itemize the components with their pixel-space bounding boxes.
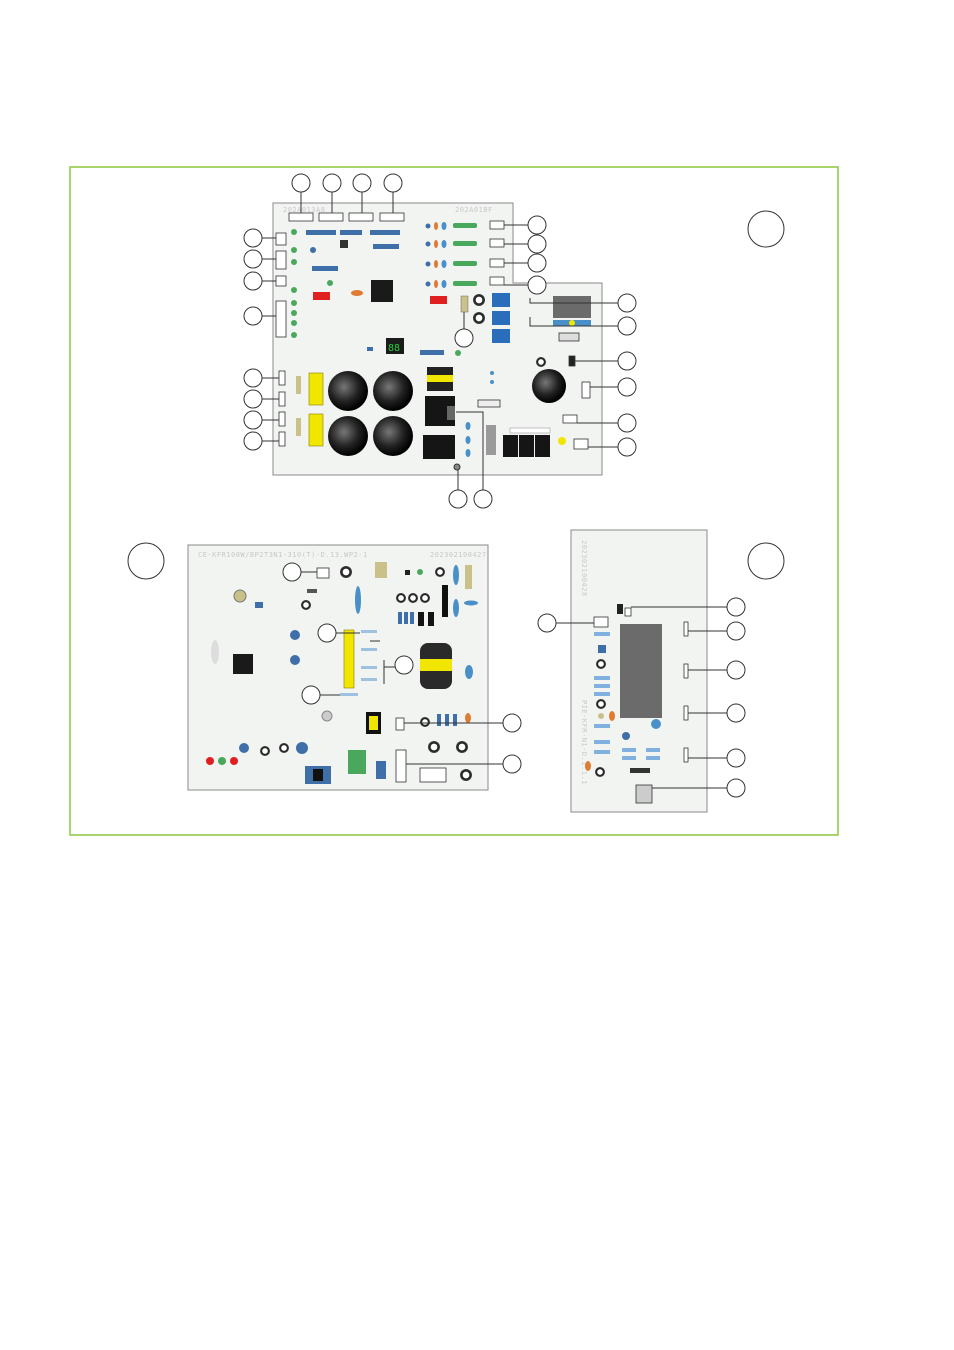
callout-circle [617, 316, 637, 336]
callout-circle [301, 685, 321, 705]
white-cap [211, 640, 219, 664]
orange-cap [351, 290, 363, 296]
black-block [423, 435, 455, 459]
cap-small [460, 295, 469, 313]
digit-display [386, 338, 404, 354]
callout-circle [502, 713, 522, 733]
callout-circle-large [747, 542, 785, 580]
callout-circle [448, 489, 468, 509]
callout-circle [282, 562, 302, 582]
side-connector [635, 784, 653, 804]
callout-circle [352, 173, 372, 193]
yellow-strip [343, 629, 355, 689]
callout-circle [726, 703, 746, 723]
ring-1 [473, 294, 485, 306]
ring-olive [233, 589, 247, 603]
callout-circle [617, 377, 637, 397]
led-row [206, 757, 238, 765]
header-rows [306, 230, 444, 355]
callout-circle [317, 623, 337, 643]
callout-circle [454, 328, 474, 348]
side-board-silkscreen-1: 202302100428 [580, 540, 588, 597]
callout-circle [617, 413, 637, 433]
wide-fuse [509, 427, 551, 434]
svg-text:88: 88 [388, 343, 400, 354]
blue-caps [465, 371, 494, 457]
callout-circle [243, 368, 263, 388]
left-connectors [275, 232, 287, 447]
connector-a [316, 567, 330, 579]
callout-circle [617, 293, 637, 313]
small-resistors [296, 376, 301, 436]
grey-relay [553, 296, 591, 318]
callout-circle [726, 597, 746, 617]
callout-circle [726, 660, 746, 680]
yellow-inductors [308, 372, 324, 447]
display-board-silkscreen-1: CE-KFR100W/BP2T3N1-310(T)-D.13.WP2-1 [198, 551, 368, 559]
callout-circle [394, 655, 414, 675]
main-board-silkscreen-2: 202A01BF [455, 206, 493, 214]
fuse-holder [558, 332, 580, 342]
yellow-dot [558, 437, 566, 445]
callout-circle [243, 249, 263, 269]
heatsink [486, 425, 496, 455]
red-connector-2 [430, 296, 447, 304]
callout-circle [726, 778, 746, 798]
callout-circle [617, 437, 637, 457]
yellow-dot-top [569, 320, 575, 326]
callout-circle [243, 228, 263, 248]
red-connector-1 [313, 292, 330, 300]
callout-circle [291, 173, 311, 193]
callout-circle [537, 613, 557, 633]
ring-3 [536, 357, 546, 367]
big-capacitors [328, 369, 566, 456]
black-relays [503, 435, 550, 457]
fuse [477, 399, 501, 408]
callout-circle [527, 275, 547, 295]
ring-2 [473, 312, 485, 324]
screw [453, 463, 461, 471]
callout-circle [243, 431, 263, 451]
callout-circle [243, 306, 263, 326]
callout-circles [127, 173, 785, 798]
ic-small [340, 240, 348, 248]
main-board-silkscreen-1: 202A013A8 [283, 206, 325, 214]
side-board-silkscreen-2: PIE-KFR-N1-D.1.1.1 [580, 700, 588, 785]
callout-circle [322, 173, 342, 193]
green-leds [291, 229, 461, 356]
callout-circle [243, 410, 263, 430]
figure-frame [69, 166, 839, 836]
blue-part [310, 247, 316, 253]
callout-circle [726, 748, 746, 768]
callout-circle [726, 621, 746, 641]
green-inductor [348, 750, 366, 774]
resistors-right [425, 220, 505, 288]
main-board: 202A013A8 202A01BF 88 [272, 202, 603, 476]
callout-lines [262, 192, 727, 789]
mcu-chip [371, 280, 393, 302]
callout-circle [473, 489, 493, 509]
callout-circle [617, 351, 637, 371]
callout-circle [527, 215, 547, 235]
side-board: 202302100428 PIE-KFR-N1-D.1.1.1 [570, 529, 708, 813]
lcd-module [620, 624, 662, 718]
display-board: CE-KFR100W/BP2T3N1-310(T)-D.13.WP2-1 202… [187, 544, 489, 791]
right-connectors [562, 355, 591, 450]
callout-circle [527, 234, 547, 254]
connector-b [395, 749, 407, 783]
relays [492, 293, 510, 343]
callout-circle [527, 253, 547, 273]
display-board-silkscreen-2: 202302100427 [430, 551, 487, 559]
callout-circle-large [127, 542, 165, 580]
callout-circle [383, 173, 403, 193]
callout-circle-large [747, 210, 785, 248]
callout-circle [243, 271, 263, 291]
display-mcu [233, 654, 253, 674]
callout-circle [243, 389, 263, 409]
callout-circle [502, 754, 522, 774]
black-bar [442, 585, 448, 617]
